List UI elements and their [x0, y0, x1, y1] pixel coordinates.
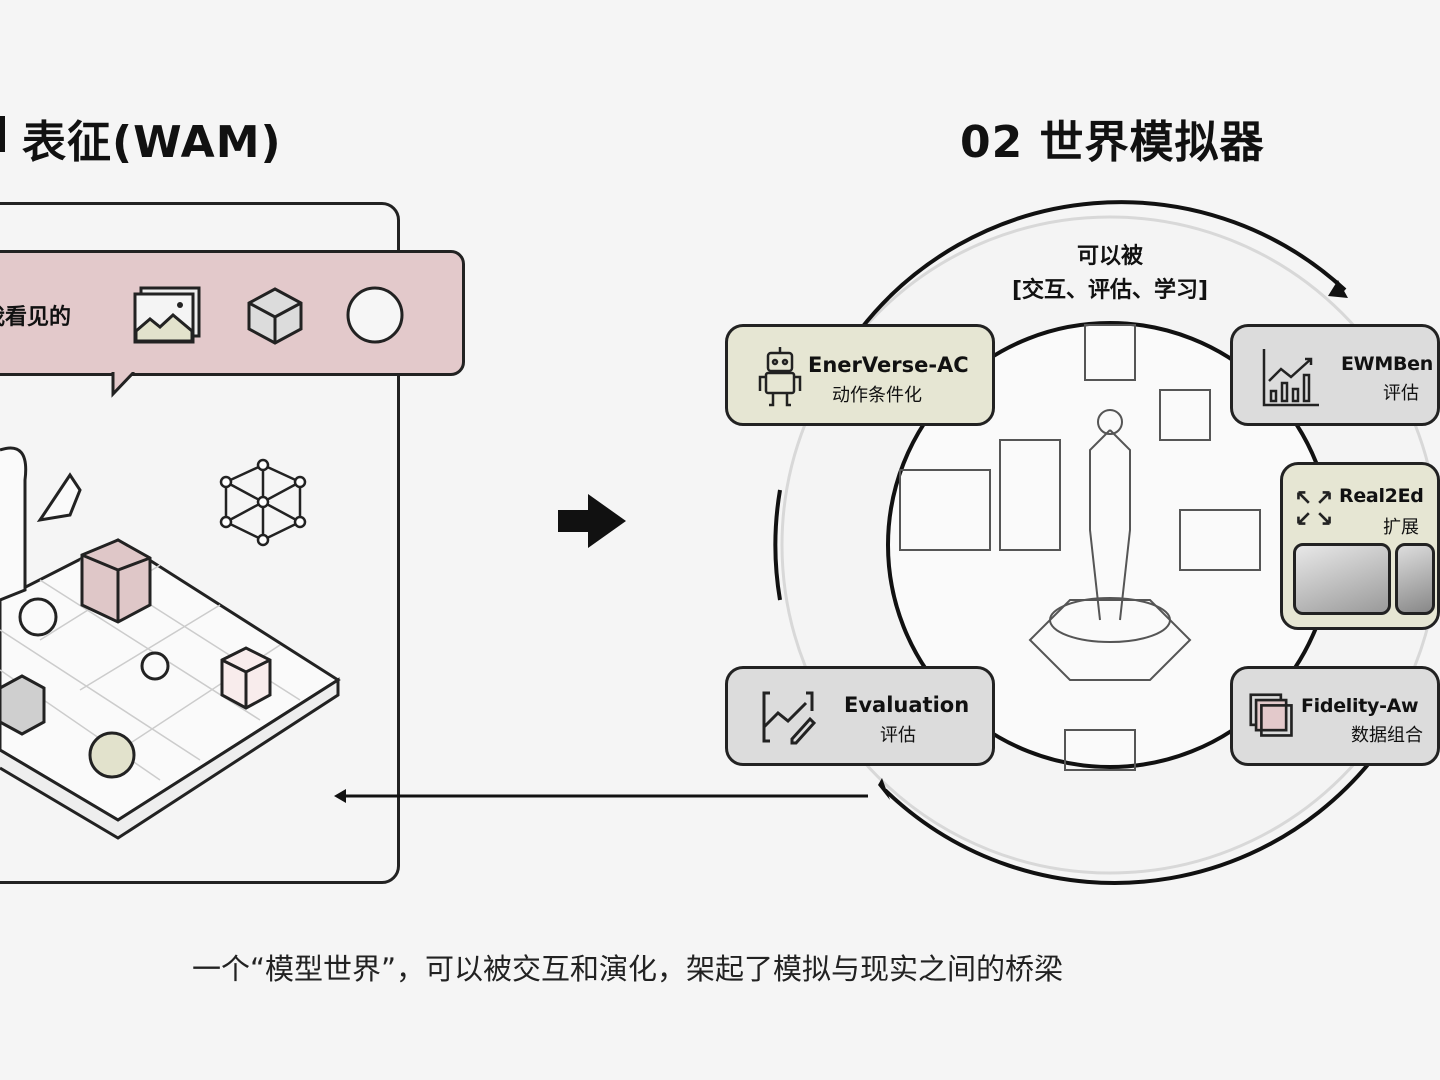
card-subtitle: 动作条件化 [832, 385, 922, 406]
feedback-arrow [334, 789, 868, 803]
scene-thumbnail[interactable] [1395, 543, 1435, 615]
expand-icon [1297, 491, 1331, 525]
wam-panel [0, 202, 400, 884]
right-section-title: 02 世界模拟器 [960, 117, 1265, 168]
robot-icon [758, 347, 802, 407]
card-real2edit[interactable]: Real2Ed 扩展 [1280, 462, 1440, 630]
bubble-text: 我看见的 [0, 305, 72, 330]
layers-icon [1249, 693, 1293, 737]
card-enerverse-ac[interactable]: EnerVerse-AC 动作条件化 [725, 324, 995, 426]
image-icon [133, 286, 201, 344]
card-subtitle: 评估 [880, 725, 916, 746]
ring-label: 可以被 [交互、评估、学习] [970, 240, 1250, 308]
scene-thumbnail[interactable] [1293, 543, 1391, 615]
card-title: EnerVerse-AC [808, 353, 969, 377]
cube-icon [247, 287, 303, 345]
left-section-title: 表征(WAM) [22, 117, 282, 168]
ring-label-line2: [交互、评估、学习] [1011, 278, 1209, 303]
card-title: Fidelity-Aw [1301, 695, 1419, 717]
card-title: Real2Ed [1339, 485, 1424, 507]
bar-chart-icon [1262, 349, 1319, 407]
bubble-tail [111, 372, 136, 398]
isometric-scene [0, 446, 341, 840]
card-ewmbench[interactable]: EWMBen 评估 [1230, 324, 1440, 426]
pen-chart-icon [762, 691, 816, 745]
speech-bubble: 我看见的 [0, 250, 465, 376]
circle-icon [346, 286, 404, 344]
arrow-right-icon [558, 494, 626, 548]
card-subtitle: 评估 [1383, 383, 1419, 404]
ring-label-line1: 可以被 [1076, 244, 1143, 269]
card-title: EWMBen [1341, 353, 1433, 375]
card-subtitle: 扩展 [1383, 517, 1419, 538]
title-bar-mark [0, 116, 5, 152]
card-fidelity-aware[interactable]: Fidelity-Aw 数据组合 [1230, 666, 1440, 766]
card-subtitle: 数据组合 [1351, 725, 1423, 746]
caption: 一个“模型世界”，可以被交互和演化，架起了模拟与现实之间的桥梁 [192, 952, 1064, 986]
card-title: Evaluation [844, 693, 970, 717]
card-evaluation[interactable]: Evaluation 评估 [725, 666, 995, 766]
